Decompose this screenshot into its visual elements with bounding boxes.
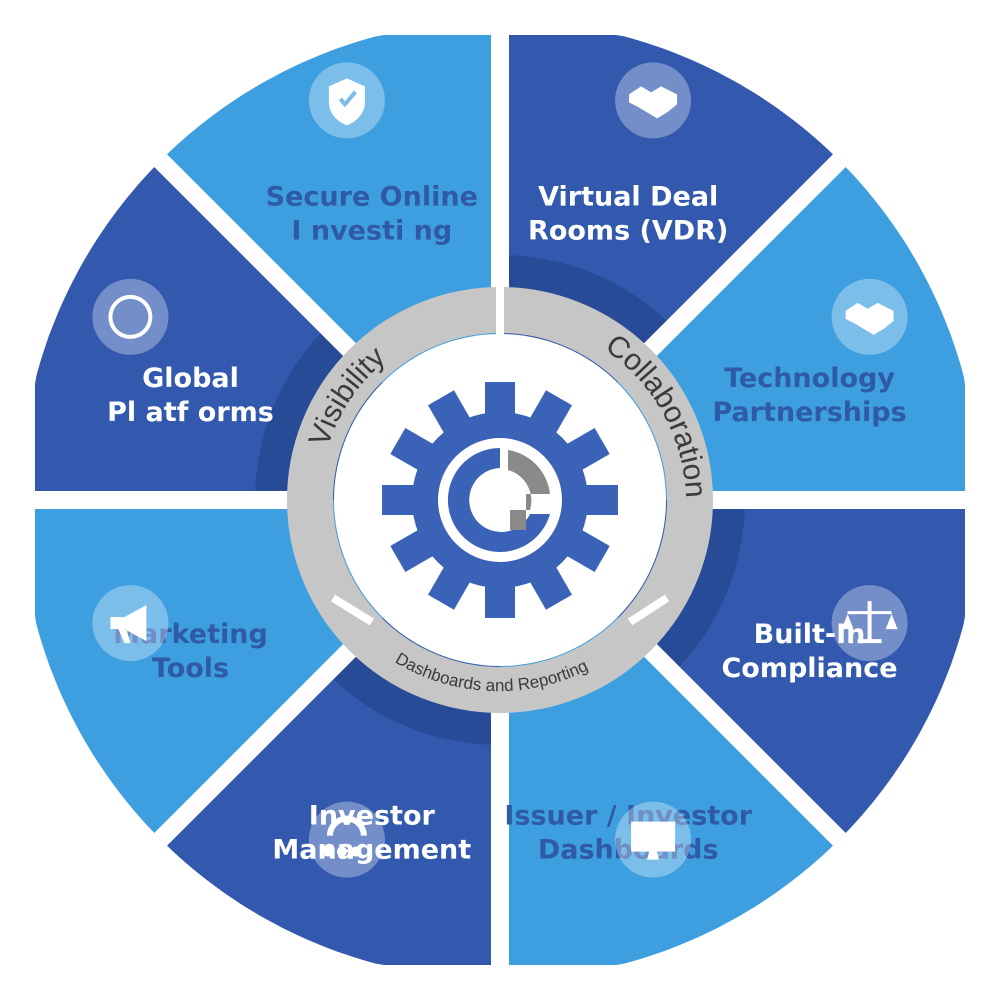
inner-band-built-in-compliance [649, 500, 745, 674]
label-line: Compliance [721, 653, 897, 684]
label-line: Virtual Deal [538, 182, 718, 213]
label-line: Global [142, 363, 239, 394]
label-line: Technology [724, 363, 895, 394]
core-ring [287, 284, 713, 713]
label-line: Partnerships [712, 397, 906, 428]
inner-band-investor-management [326, 649, 500, 745]
inner-band-global-platforms [255, 326, 351, 500]
label-line: Tools [152, 653, 229, 684]
label-line: Issuer / Investor [504, 801, 752, 832]
label-line: I nvesti ng [291, 216, 452, 247]
sector-gap [154, 154, 357, 357]
gear-logo-icon [382, 382, 618, 618]
label-line: Management [272, 835, 471, 866]
gear-tooth [578, 485, 618, 515]
megaphone-icon [92, 585, 169, 662]
label-line: Dashboards [538, 835, 719, 866]
ring-divider-left [330, 594, 375, 626]
scales-icon [831, 585, 908, 662]
label-investor-management: InvestorManagement [272, 801, 471, 866]
handshake-icon [615, 62, 692, 139]
sector-gap [643, 154, 846, 357]
people-gear-icon [308, 801, 385, 878]
label-issuer-investor-dashboards: Issuer / InvestorDashboards [504, 801, 752, 866]
label-line: Secure Online [266, 182, 478, 213]
globe-icon [92, 278, 169, 355]
sector-gap [154, 643, 357, 846]
label-line: Pl atf orms [107, 397, 274, 428]
dashboard-monitor-icon [615, 801, 692, 878]
sector-gap [643, 643, 846, 846]
label-line: Rooms (VDR) [528, 216, 728, 247]
inner-band-virtual-deal-rooms [500, 255, 674, 351]
gear-tooth [382, 485, 422, 515]
handshake-icon [831, 278, 908, 355]
shield-check-icon [308, 62, 385, 139]
ring-divider-right [627, 594, 670, 626]
